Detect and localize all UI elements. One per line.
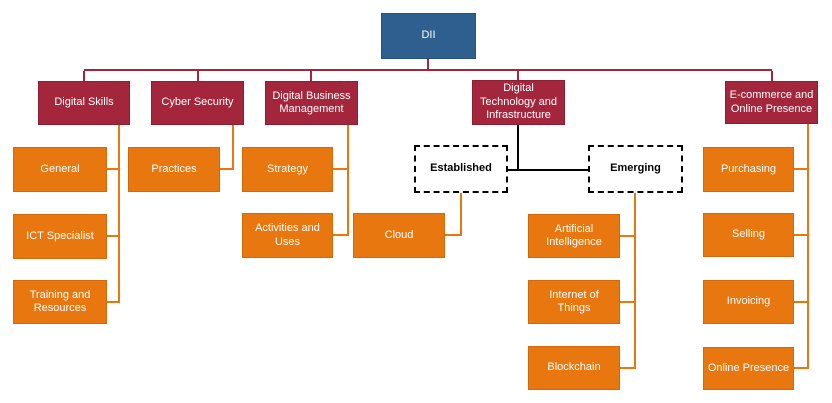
- connector-stub-ecommerce: [771, 71, 773, 81]
- connector-ecommerce-vertical: [807, 124, 809, 369]
- connector-cyber-security-vertical: [232, 125, 234, 170]
- connector-elbow-internet-of-things: [620, 301, 635, 303]
- connector-digital-technology-vertical: [517, 125, 519, 171]
- connector-stub-cyber-security: [197, 71, 199, 81]
- node-emerging: Emerging: [588, 145, 683, 193]
- connector-established-emerging-horizontal: [508, 169, 588, 171]
- node-established: Established: [414, 145, 508, 193]
- connector-stub-digital-skills: [83, 71, 85, 81]
- node-strategy: Strategy: [242, 147, 333, 192]
- connector-elbow-selling: [794, 234, 808, 236]
- node-cloud: Cloud: [353, 213, 445, 258]
- node-digital-technology-infrastructure: Digital Technology and Infrastructure: [472, 80, 565, 125]
- node-ecommerce-online-presence: E-commerce and Online Presence: [725, 81, 818, 124]
- connector-digital-skills-vertical: [118, 125, 120, 303]
- connector-elbow-training-resources: [107, 301, 119, 303]
- connector-emerging-vertical: [634, 193, 636, 369]
- node-artificial-intelligence: Artificial Intelligence: [528, 214, 620, 258]
- connector-elbow-cloud: [445, 234, 461, 236]
- connector-elbow-online-presence: [794, 367, 808, 369]
- connector-stub-digital-business: [310, 71, 312, 81]
- connector-elbow-activities-uses: [333, 234, 348, 236]
- connector-elbow-purchasing: [794, 168, 808, 170]
- node-training-and-resources: Training and Resources: [13, 280, 107, 324]
- connector-elbow-ict-specialist: [107, 235, 119, 237]
- node-general: General: [13, 147, 107, 192]
- node-ict-specialist: ICT Specialist: [13, 214, 107, 259]
- node-cyber-security: Cyber Security: [151, 81, 244, 125]
- connector-elbow-invoicing: [794, 301, 808, 303]
- connector-elbow-blockchain: [620, 367, 635, 369]
- connector-digital-business-vertical: [347, 125, 349, 236]
- node-digital-skills: Digital Skills: [38, 81, 130, 125]
- node-activities-and-uses: Activities and Uses: [242, 213, 333, 258]
- node-dii: DII: [381, 13, 476, 59]
- connector-main-horizontal: [84, 69, 772, 71]
- node-digital-business-management: Digital Business Management: [265, 81, 358, 125]
- connector-root-stub: [427, 59, 429, 70]
- node-internet-of-things: Internet of Things: [528, 280, 620, 324]
- connector-elbow-general: [107, 168, 119, 170]
- node-online-presence: Online Presence: [703, 347, 794, 390]
- node-practices: Practices: [128, 147, 220, 192]
- node-invoicing: Invoicing: [703, 280, 794, 324]
- node-blockchain: Blockchain: [528, 346, 620, 390]
- connector-elbow-artificial-intelligence: [620, 235, 635, 237]
- node-selling: Selling: [703, 213, 794, 257]
- node-purchasing: Purchasing: [703, 147, 794, 192]
- connector-established-vertical: [460, 193, 462, 236]
- connector-stub-digital-technology: [517, 71, 519, 80]
- connector-elbow-strategy: [333, 168, 348, 170]
- connector-elbow-practices: [220, 168, 233, 170]
